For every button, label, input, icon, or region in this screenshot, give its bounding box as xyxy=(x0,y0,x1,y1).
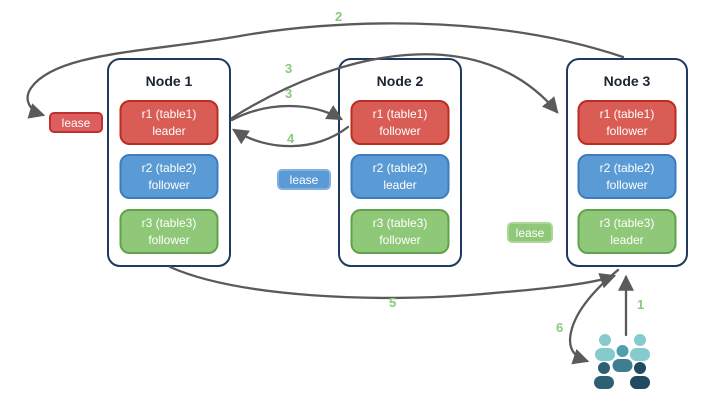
step-label-2: 2 xyxy=(335,9,343,24)
replica-role: leader xyxy=(610,232,644,247)
user-back-left xyxy=(595,334,615,361)
replica-id: r1 (table1) xyxy=(141,107,197,122)
replica-role: follower xyxy=(148,232,190,247)
replica-id: r3 (table3) xyxy=(599,216,655,231)
replica-role: follower xyxy=(606,177,648,192)
user-front-right xyxy=(630,362,650,389)
replica-role: leader xyxy=(152,123,186,138)
users-icon xyxy=(594,334,650,389)
node3-r3-replica: r3 (table3) leader xyxy=(577,209,677,254)
replica-role: follower xyxy=(379,123,421,138)
replica-id: r2 (table2) xyxy=(141,161,197,176)
replica-role: leader xyxy=(383,177,417,192)
user-middle xyxy=(612,345,633,372)
step-label-3b: 3 xyxy=(285,86,293,101)
user-back-right xyxy=(630,334,650,361)
replica-id: r2 (table2) xyxy=(372,161,428,176)
lease-badge-r2: lease xyxy=(277,169,331,190)
node2-title: Node 2 xyxy=(376,73,424,89)
node3-r1-replica: r1 (table1) follower xyxy=(577,100,677,145)
replica-id: r3 (table3) xyxy=(372,216,428,231)
lease-badge-r3: lease xyxy=(507,222,553,243)
replica-id: r2 (table2) xyxy=(599,161,655,176)
arrow-step3-node1-to-node2 xyxy=(230,104,343,122)
step-label-3a: 3 xyxy=(285,61,293,76)
user-front-left xyxy=(594,362,614,389)
replica-role: follower xyxy=(379,232,421,247)
step-label-6: 6 xyxy=(556,320,564,335)
node3-title: Node 3 xyxy=(603,73,651,89)
replica-id: r1 (table1) xyxy=(372,107,428,122)
replica-role: follower xyxy=(148,177,190,192)
node3-r2-replica: r2 (table2) follower xyxy=(577,154,677,199)
step-label-5: 5 xyxy=(389,295,397,310)
node1-title: Node 1 xyxy=(145,73,193,89)
arrow-step5-node1-to-node3 xyxy=(168,265,617,300)
step-label-4: 4 xyxy=(287,131,295,146)
replica-id: r3 (table3) xyxy=(141,216,197,231)
node2-r1-replica: r1 (table1) follower xyxy=(350,100,450,145)
node3-box: Node 3 r1 (table1) follower r2 (table2) … xyxy=(566,58,688,267)
step-label-1: 1 xyxy=(637,297,645,312)
node1-box: Node 1 r1 (table1) leader r2 (table2) fo… xyxy=(107,58,231,267)
replica-role: follower xyxy=(606,123,648,138)
node1-r1-replica: r1 (table1) leader xyxy=(119,100,219,145)
node1-r3-replica: r3 (table3) follower xyxy=(119,209,219,254)
lease-badge-r1: lease xyxy=(49,112,103,133)
node2-r3-replica: r3 (table3) follower xyxy=(350,209,450,254)
node2-r2-replica: r2 (table2) leader xyxy=(350,154,450,199)
node1-r2-replica: r2 (table2) follower xyxy=(119,154,219,199)
node2-box: Node 2 r1 (table1) follower r2 (table2) … xyxy=(338,58,462,267)
replica-id: r1 (table1) xyxy=(599,107,655,122)
